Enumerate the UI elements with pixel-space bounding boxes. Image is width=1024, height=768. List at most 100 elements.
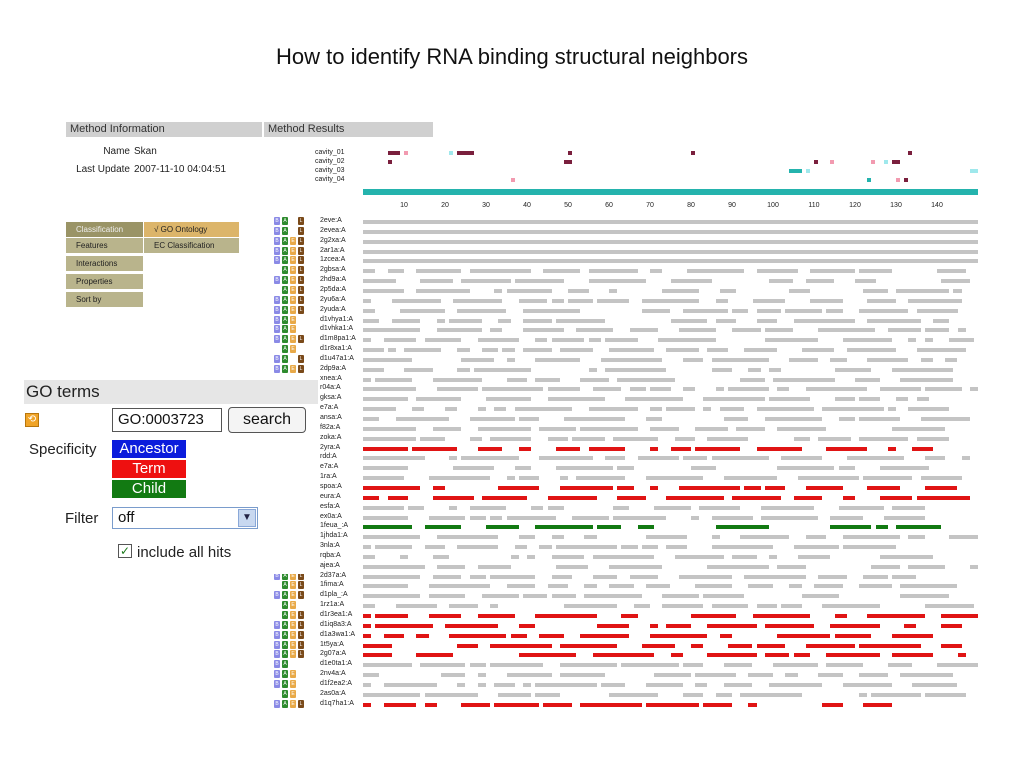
row-label[interactable]: 2evea:A [320, 226, 346, 234]
include-all-hits-checkbox[interactable]: ✓ [118, 544, 132, 558]
row-label[interactable]: d1a3wa1:A [320, 630, 356, 638]
row-label[interactable]: 2dp9a:A [320, 364, 347, 372]
row-label[interactable]: eura:A [320, 492, 341, 500]
alignment-segment [477, 682, 486, 687]
alignment-segment [363, 604, 376, 609]
specificity-child[interactable]: Child [112, 480, 186, 498]
alignment-segment [777, 466, 835, 471]
search-button[interactable]: search [228, 407, 306, 433]
row-label[interactable]: d1r3ea1:A [320, 611, 353, 618]
row-label[interactable]: 1rz1a:A [320, 601, 345, 609]
alignment-segment [535, 614, 597, 618]
row-label[interactable]: rqba:A [320, 551, 341, 559]
alignment-segment [711, 604, 749, 609]
row-label[interactable]: 1jhda1:A [320, 532, 348, 540]
alignment-segment [428, 476, 491, 481]
annotation-tag: L [298, 246, 304, 255]
alignment-segment [805, 279, 835, 284]
row-label[interactable]: 1ra:A [320, 473, 337, 481]
row-label[interactable]: r04a:A [320, 384, 341, 392]
row-label[interactable]: 1zcea:A [320, 256, 346, 264]
row-label[interactable]: 2ar1a:A [320, 246, 345, 254]
annotation-tag: B [274, 217, 280, 225]
row-label[interactable]: xnea:A [320, 374, 342, 382]
nav-go-ontology[interactable]: √ GO Ontology [144, 222, 239, 237]
alignment-segment [432, 426, 462, 431]
alignment-segment [469, 269, 532, 274]
specificity-ancestor[interactable]: Ancestor [112, 440, 186, 458]
alignment-segment [707, 653, 757, 658]
row-label[interactable]: d1vhya1:A [320, 315, 354, 323]
row-label[interactable]: 2yuda:A [320, 305, 346, 313]
nav-interactions[interactable]: Interactions [66, 256, 143, 271]
row-label[interactable]: d1f2ea2:A [320, 679, 352, 687]
alignment-segment [695, 426, 728, 431]
alignment-segment [629, 574, 659, 579]
nav-properties[interactable]: Properties [66, 274, 143, 289]
nav-classification[interactable]: Classification [66, 222, 143, 237]
row-label[interactable]: rdd:A [320, 453, 337, 461]
row-label[interactable]: 3nla:A [320, 542, 340, 550]
filter-select[interactable]: off ▼ [112, 507, 258, 529]
alignment-segment [768, 554, 778, 559]
alignment-segment [498, 318, 511, 323]
row-label[interactable]: 2eve:A [320, 217, 342, 224]
row-label[interactable]: 2yra:A [320, 443, 341, 451]
alignment-segment [412, 446, 458, 451]
row-label[interactable]: 2as0a:A [320, 689, 346, 697]
row-label[interactable]: e7a:A [320, 404, 339, 412]
row-label[interactable]: f82a:A [320, 423, 341, 431]
alignment-segment [855, 377, 880, 382]
row-label[interactable]: d1m8pa1:A [320, 335, 356, 343]
row-label[interactable]: 2g2xa:A [320, 236, 346, 244]
row-label[interactable]: 2g07a:A [320, 650, 347, 658]
row-label[interactable]: d1r8xa1:A [320, 345, 352, 353]
row-label[interactable]: 2yu6a:A [320, 295, 346, 303]
alignment-segment [420, 436, 445, 441]
row-label[interactable]: d1iq8a3:A [320, 620, 352, 628]
alignment-segment [834, 367, 872, 372]
alignment-segment [658, 338, 716, 343]
alignment-segment [588, 269, 638, 274]
alignment-segment [363, 663, 413, 668]
row-label[interactable]: 2d37a:A [320, 571, 347, 579]
alignment-segment [682, 387, 696, 392]
row-label[interactable]: ansa:A [320, 414, 342, 421]
chevron-down-icon[interactable]: ▼ [238, 509, 256, 527]
nav-ec-classification[interactable]: EC Classification [144, 238, 239, 253]
row-label[interactable]: zoka:A [320, 433, 342, 441]
specificity-term[interactable]: Term [112, 460, 186, 478]
row-label[interactable]: d1vhka1:A [320, 325, 354, 333]
row-label[interactable]: d1q7ha1:A [320, 699, 354, 707]
row-label[interactable]: d1pla_:A [320, 591, 348, 599]
alignment-segment [789, 357, 819, 362]
row-label[interactable]: 1feua_:A [320, 522, 349, 530]
row-label[interactable]: gksa:A [320, 394, 342, 402]
alignment-segment [375, 623, 433, 628]
row-label[interactable]: 2nv4a:A [320, 670, 346, 678]
refresh-icon[interactable]: ⟲ [25, 413, 39, 427]
alignment-segment [568, 288, 589, 293]
row-label[interactable]: ex0a:A [320, 512, 342, 520]
alignment-segment [859, 436, 909, 441]
row-label[interactable]: 1t5ya:A [320, 640, 344, 648]
go-term-input[interactable]: GO:0003723 [112, 408, 222, 432]
row-label[interactable]: 2gbsa:A [320, 266, 346, 274]
alignment-segment [666, 407, 696, 412]
nav-sort-by[interactable]: Sort by [66, 292, 143, 307]
alignment-segment [457, 682, 466, 687]
row-label[interactable]: ajea:A [320, 561, 340, 569]
row-label[interactable]: spoa:A [320, 482, 342, 490]
row-label[interactable]: d1e0ta1:A [320, 660, 352, 668]
nav-features[interactable]: Features [66, 238, 143, 253]
row-label[interactable]: 1fima:A [320, 581, 344, 589]
alignment-segment [522, 348, 552, 353]
row-label[interactable]: 2p5da:A [320, 285, 347, 293]
row-label[interactable]: d1u47a1:A [320, 354, 354, 362]
alignment-segment [600, 682, 626, 687]
row-label[interactable]: esfa:A [320, 502, 340, 510]
row-label[interactable]: 2hd9a:A [320, 276, 347, 284]
row-label[interactable]: e7a:A [320, 463, 339, 471]
alignment-segment [867, 298, 896, 303]
alignment-segment [490, 663, 544, 668]
